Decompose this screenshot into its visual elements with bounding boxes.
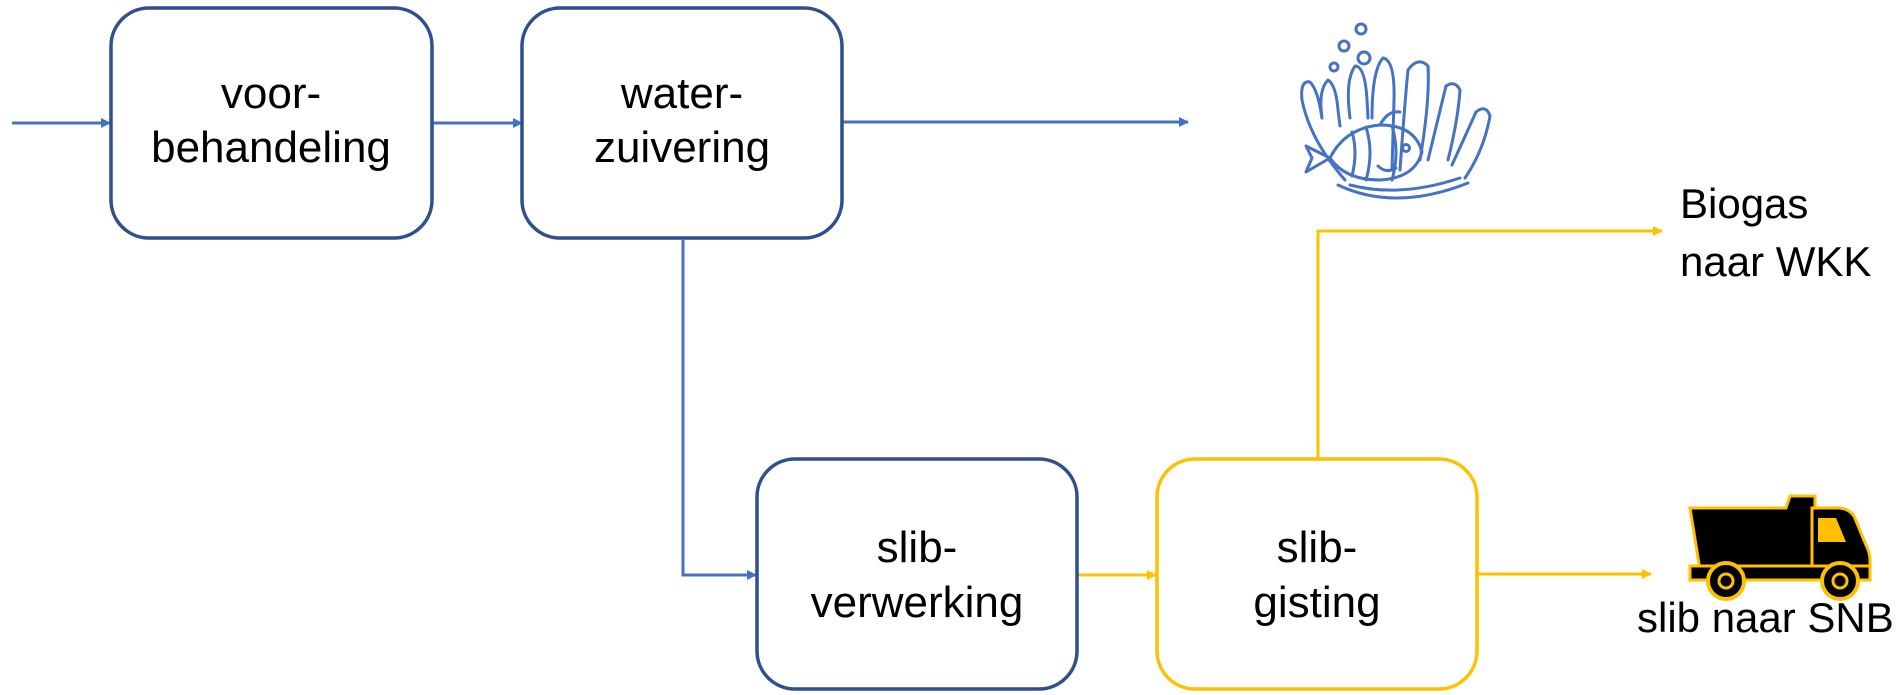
arrow-water-to-slibverwerking: [681, 240, 757, 580]
box-slibverwerking: slib- verwerking: [755, 457, 1079, 691]
box-voorbehandeling-line2: behandeling: [151, 123, 391, 172]
box-voorbehandeling: voor- behandeling: [109, 6, 434, 240]
box-voorbehandeling-line1: voor-: [221, 69, 321, 118]
box-waterzuivering-line1: water-: [620, 69, 743, 118]
dump-truck-icon: [1688, 494, 1872, 601]
anemone-clownfish-icon: [1300, 22, 1492, 200]
arrow-gisting-to-biogas: [1316, 226, 1663, 459]
box-slibverwerking-line2: verwerking: [811, 578, 1024, 627]
slib-output-label: slib naar SNB: [1637, 594, 1894, 641]
box-waterzuivering-line2: zuivering: [594, 123, 770, 172]
box-slibgisting: slib- gisting: [1155, 457, 1479, 691]
box-waterzuivering: water- zuivering: [520, 6, 844, 240]
box-slibgisting-line2: gisting: [1253, 578, 1380, 627]
biogas-label-line2: naar WKK: [1680, 238, 1871, 285]
biogas-label-line1: Biogas: [1680, 180, 1808, 227]
box-slibverwerking-line1: slib-: [877, 523, 958, 572]
box-slibgisting-line1: slib-: [1277, 523, 1358, 572]
